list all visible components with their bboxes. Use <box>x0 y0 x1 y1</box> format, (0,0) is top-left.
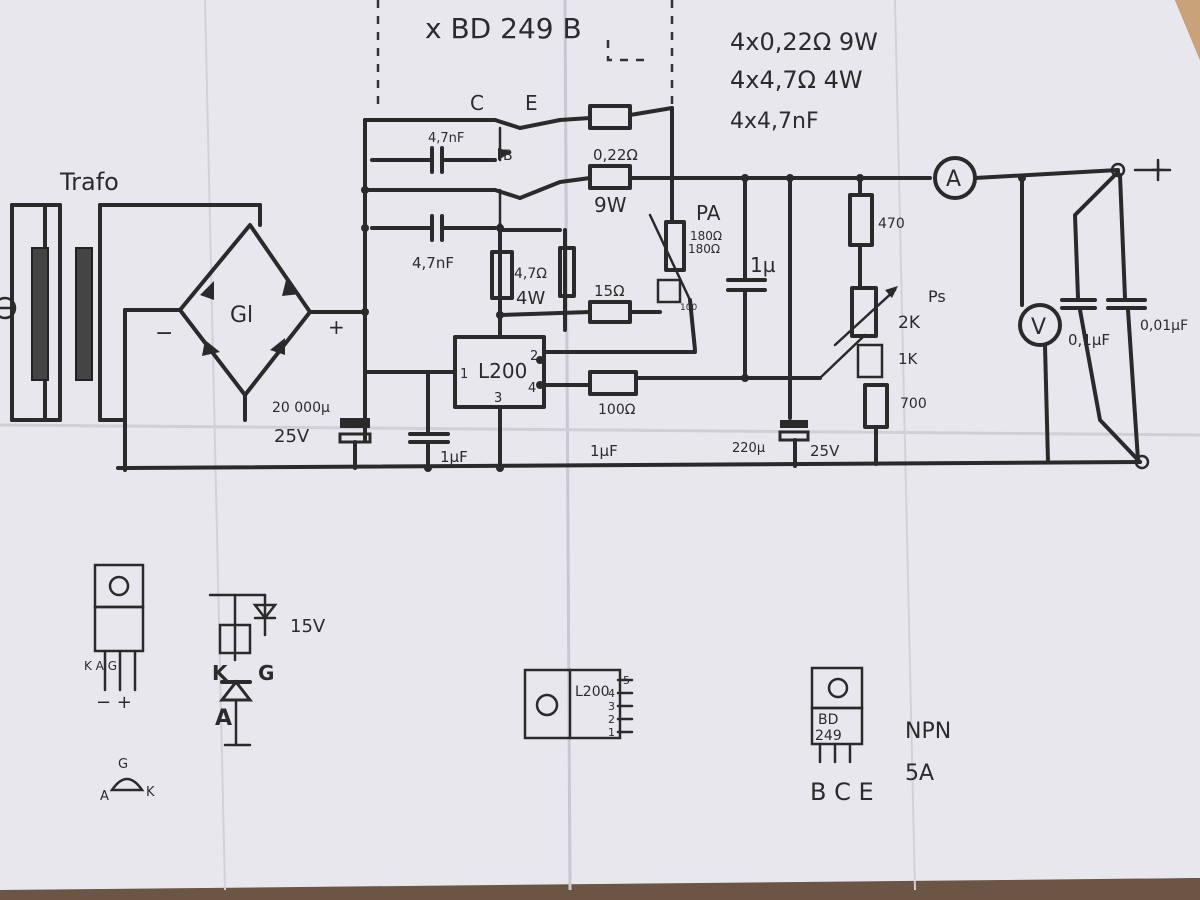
voltmeter-label: V <box>1031 315 1046 340</box>
output-capacitors <box>1060 170 1150 470</box>
thyristor-pin-marks: − + <box>96 692 132 713</box>
res-700-label: 700 <box>900 396 927 412</box>
l200-pin1: 1 <box>460 367 468 382</box>
l200-pin2: 2 <box>530 349 538 364</box>
cap-4n7-lower-label: 4,7nF <box>412 254 454 272</box>
parts-note-3: 4x4,7nF <box>730 109 819 134</box>
collector-label: C <box>470 91 484 115</box>
thyristor-15v-label: 15V <box>290 616 326 637</box>
pot-pa-value-1: 180Ω <box>690 229 722 243</box>
junction-dots <box>361 174 1026 472</box>
bd-package-label-2: 249 <box>815 728 842 744</box>
ammeter <box>933 156 1172 200</box>
parts-note-2: 4x4,7Ω 4W <box>730 66 863 94</box>
pot-ps-value: 2K <box>898 313 921 333</box>
cap-220-label: 220µ <box>732 441 765 456</box>
res-022-label: 0,22Ω <box>593 146 638 164</box>
output-plus-label: + <box>1150 157 1167 181</box>
filter-capacitor-1u <box>726 176 767 380</box>
thyristor-g-label: G <box>258 661 274 685</box>
res-47-watt-label: 4W <box>516 288 545 309</box>
voltage-divider <box>818 176 898 466</box>
current-pot <box>542 176 697 354</box>
fold-crease-horizontal <box>0 423 1200 437</box>
bulk-cap-label: 20 000µ <box>272 400 330 416</box>
resistor-15 <box>498 300 662 324</box>
fold-crease-right <box>894 0 916 891</box>
l200-pkg-pin4: 4 <box>608 687 615 700</box>
bridge-minus-label: − <box>155 321 173 346</box>
l200-pkg-pin5: 5 <box>623 674 630 687</box>
pkg-k-label: K <box>146 785 155 800</box>
bd-package-label-1: BD <box>818 712 838 728</box>
heatsink-outline-inner <box>606 40 650 62</box>
annotations: x BD 249 B 4x0,22Ω 9W 4x4,7Ω 4W 4x4,7nF … <box>59 12 1188 806</box>
amp-label: 5A <box>905 761 934 786</box>
thyristor-pin-sketch <box>109 777 145 792</box>
res-022-watt-label: 9W <box>594 193 627 217</box>
cap-220-voltage: 25V <box>810 442 840 460</box>
thyristor-pins-label: K A G <box>84 659 117 673</box>
pot-pa-value-2: 180Ω <box>688 242 720 256</box>
transformer-label: Trafo <box>59 168 119 196</box>
parts-note-1: 4x0,22Ω 9W <box>730 28 878 56</box>
rectifier-bridge <box>123 223 367 472</box>
res-47-label: 4,7Ω <box>514 266 547 282</box>
l200-package-label: L200 <box>575 684 610 700</box>
thyristor-package <box>93 563 145 692</box>
l200-pin4: 4 <box>528 381 536 396</box>
thyristor-symbol <box>208 593 278 747</box>
table-bottom <box>0 878 1200 900</box>
pot-ps-label: Ps <box>928 287 946 306</box>
input-capacitor <box>408 370 450 470</box>
emitter-resistors <box>588 104 932 190</box>
base-label: B <box>503 148 513 164</box>
l200-package <box>523 668 634 740</box>
rectifier-label: Gl <box>230 303 253 328</box>
bulk-cap-voltage: 25V <box>274 426 310 447</box>
pot-pa-100-label: 100 <box>680 303 697 313</box>
output-capacitor-220 <box>778 176 810 468</box>
l200-regulator <box>453 335 592 470</box>
pot-pa-label: PA <box>696 201 721 225</box>
thyristor-k-label: K <box>212 661 229 685</box>
l200-pin3: 3 <box>494 391 502 406</box>
cap-1uf-b-label: 1µF <box>590 442 618 460</box>
transformer <box>0 203 262 422</box>
res-100-label: 100Ω <box>598 402 636 418</box>
pkg-a-label: A <box>100 789 109 804</box>
compensation-capacitors <box>370 146 497 242</box>
cap-1u-label: 1µ <box>750 253 776 277</box>
l200-pkg-pin2: 2 <box>608 713 615 726</box>
npn-label: NPN <box>905 719 951 744</box>
bulk-capacitor <box>338 418 372 470</box>
cap-001-label: 0,01µF <box>1140 318 1188 334</box>
cap-01-label: 0,1µF <box>1068 331 1110 349</box>
fold-crease-left <box>204 0 226 891</box>
pkg-g-label: G <box>118 757 128 772</box>
bd249-package <box>810 666 864 764</box>
thyristor-a-label: A <box>215 706 232 731</box>
voltmeter <box>1018 176 1062 464</box>
fold-crease-vertical <box>563 0 572 891</box>
cap-4n7-upper-label: 4,7nF <box>428 131 464 146</box>
res-1k-label: 1K <box>898 350 919 368</box>
res-470-label: 470 <box>878 216 905 232</box>
ammeter-label: A <box>946 167 961 192</box>
bridge-plus-label: + <box>328 315 345 339</box>
transistor-type-note: x BD 249 B <box>425 12 582 45</box>
l200-pkg-pin3: 3 <box>608 700 615 713</box>
cap-1uf-label: 1µF <box>440 448 468 466</box>
emitter-label: E <box>525 91 538 115</box>
bd-pins-label: B C E <box>810 778 874 806</box>
main-rails <box>116 118 1142 470</box>
l200-label: L200 <box>478 359 527 383</box>
base-resistor <box>490 246 576 300</box>
table-corner <box>1175 0 1200 60</box>
l200-pkg-pin1: 1 <box>608 726 615 739</box>
res-15-label: 15Ω <box>594 282 625 300</box>
